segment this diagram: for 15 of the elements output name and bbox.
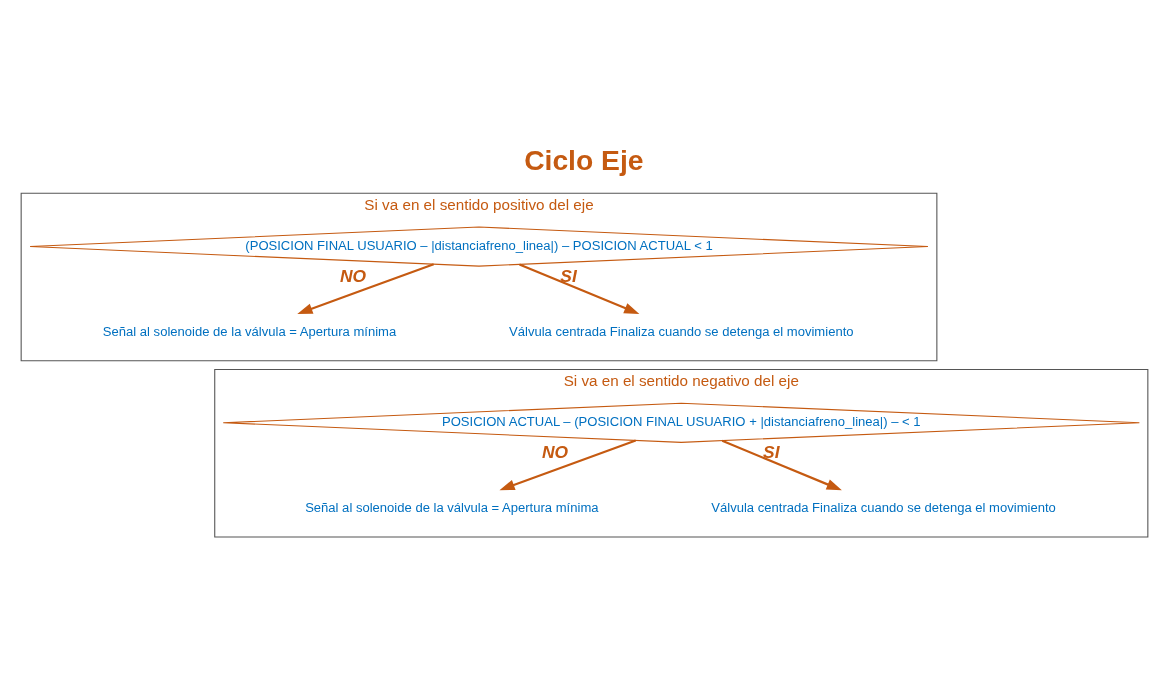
arrow <box>721 439 842 491</box>
edge-label: NO <box>339 265 366 286</box>
node-diamond: (POSICION FINAL USUARIO – |distanciafreno_linea|) – POSICION ACTUAL < 1 <box>29 226 929 267</box>
node-text: Señal al solenoide de la válvula = Apertura mínima <box>305 500 599 516</box>
edge-label: SI <box>560 265 577 286</box>
diagram-title: Ciclo Eje <box>524 144 644 177</box>
edge-label: NO <box>541 442 569 463</box>
arrow <box>297 263 435 314</box>
arrow <box>499 439 637 491</box>
node-text: Válvula centrada Finaliza cuando se detenga el movimiento <box>711 500 1056 516</box>
arrow <box>519 263 640 315</box>
node-diamond: POSICION ACTUAL – (POSICION FINAL USUARIO + |distanciafreno_linea|) – < 1 <box>222 402 1140 443</box>
node-text: Válvula centrada Finaliza cuando se detenga el movimiento <box>509 323 854 339</box>
edge-label: SI <box>763 442 780 463</box>
node-text: Señal al solenoide de la válvula = Apertura mínima <box>102 323 397 339</box>
